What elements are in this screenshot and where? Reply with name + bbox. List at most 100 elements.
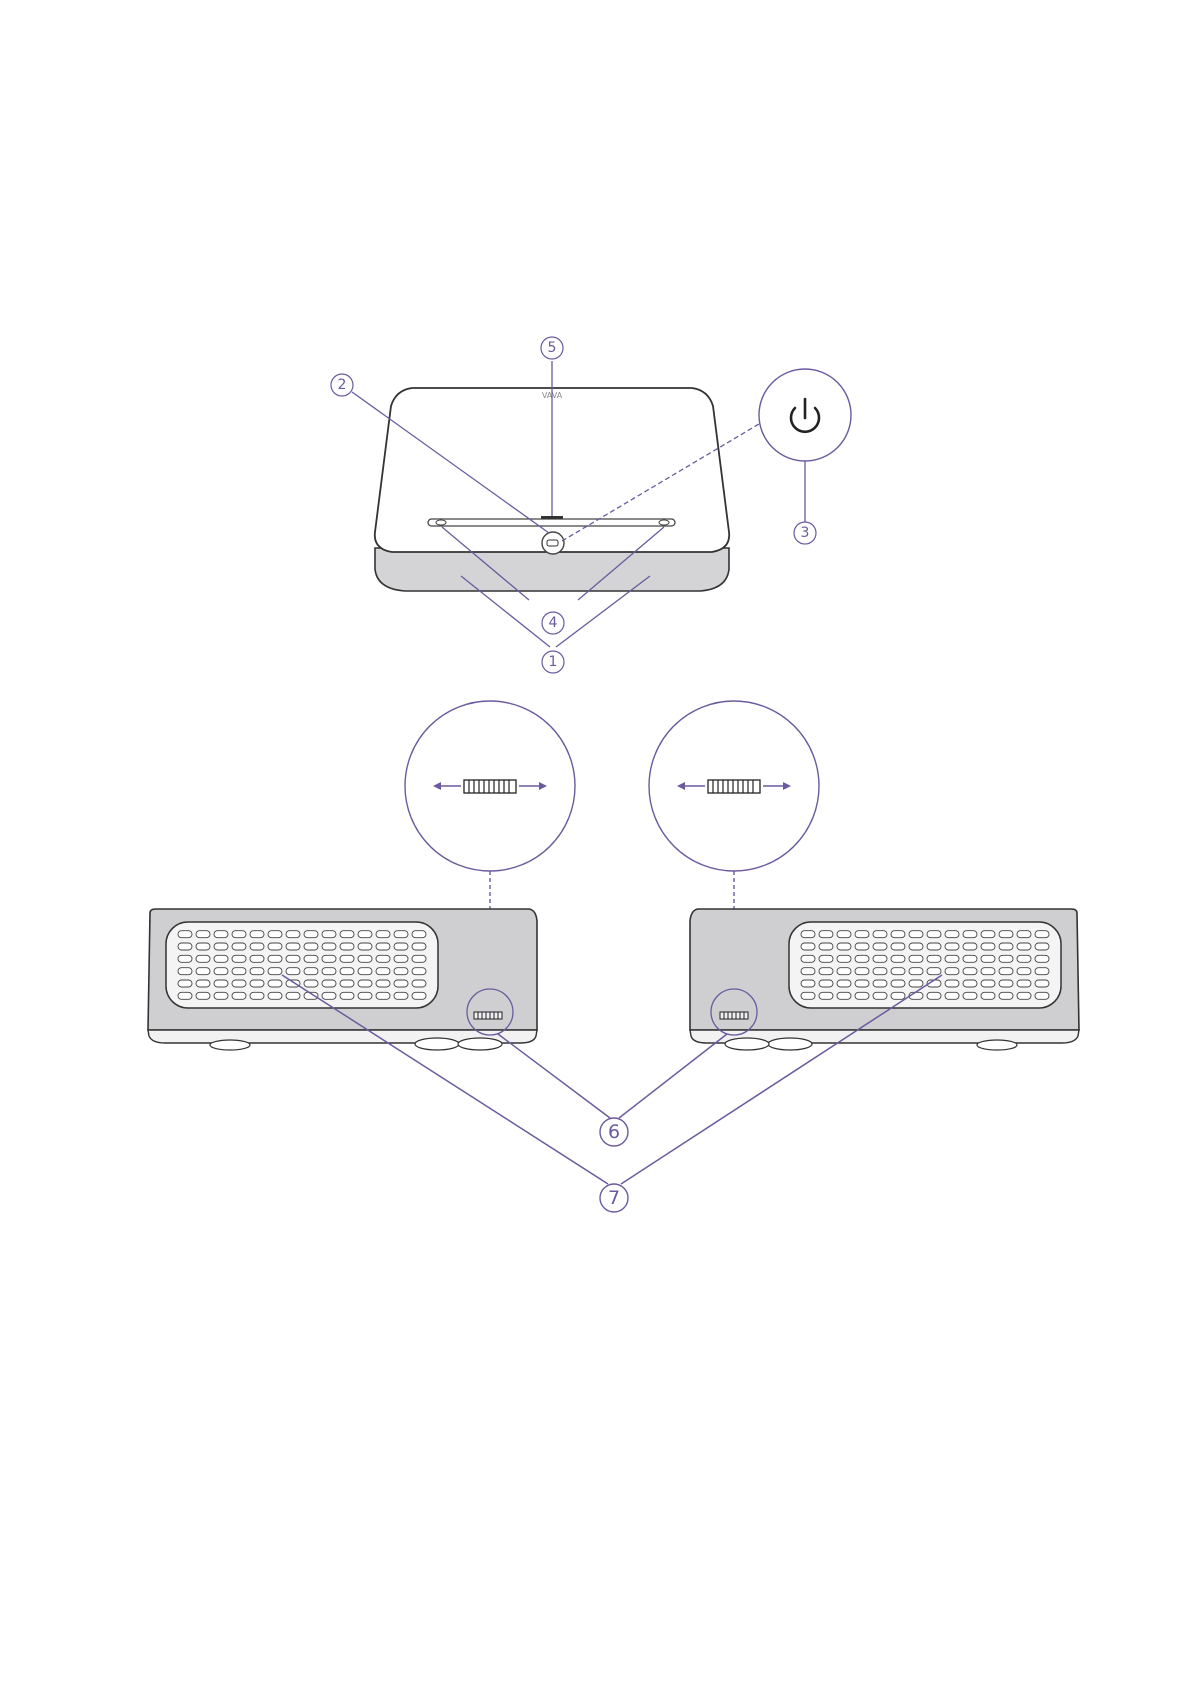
vent-slot xyxy=(340,943,354,950)
vent-slot xyxy=(322,955,336,962)
projector-side-view-right xyxy=(690,909,1079,1050)
vent-slot xyxy=(873,931,887,938)
callout-4: 4 xyxy=(542,612,564,634)
vent-slot xyxy=(196,980,210,987)
vent-slot xyxy=(376,955,390,962)
vent-slot xyxy=(909,943,923,950)
vent-slot xyxy=(855,992,869,999)
right-focus-wheel[interactable] xyxy=(720,1012,748,1019)
vent-slot xyxy=(286,955,300,962)
left-foot-2 xyxy=(415,1038,459,1050)
vent-slot xyxy=(963,955,977,962)
vent-slot xyxy=(376,980,390,987)
vent-slot xyxy=(1035,931,1049,938)
callout-7: 7 xyxy=(600,1184,628,1212)
vent-slot xyxy=(927,992,941,999)
vent-slot xyxy=(1035,955,1049,962)
callout-1: 1 xyxy=(542,651,564,673)
vent-slot xyxy=(358,943,372,950)
vent-slot xyxy=(945,980,959,987)
vent-slot xyxy=(178,943,192,950)
vent-slot xyxy=(855,955,869,962)
vent-slot xyxy=(322,943,336,950)
right-foot-3 xyxy=(725,1038,769,1050)
vent-slot xyxy=(873,980,887,987)
vent-slot xyxy=(376,968,390,975)
vent-slot xyxy=(963,931,977,938)
vent-slot xyxy=(873,968,887,975)
vent-slot xyxy=(963,943,977,950)
vent-slot xyxy=(394,992,408,999)
vent-slot xyxy=(801,980,815,987)
svg-text:5: 5 xyxy=(548,340,557,356)
indicator-light xyxy=(541,516,563,519)
vent-slot xyxy=(1035,943,1049,950)
vent-slot xyxy=(837,968,851,975)
left-foot-3 xyxy=(458,1038,502,1050)
vent-slot xyxy=(1035,968,1049,975)
vent-slot xyxy=(891,931,905,938)
vent-slot xyxy=(322,992,336,999)
vent-slot xyxy=(891,955,905,962)
vent-slot xyxy=(268,968,282,975)
vent-slot xyxy=(178,980,192,987)
vent-slot xyxy=(178,955,192,962)
vent-slot xyxy=(927,931,941,938)
vent-slot xyxy=(1017,931,1031,938)
focus-zoom-left xyxy=(405,701,575,871)
right-foot-1 xyxy=(977,1040,1017,1050)
vent-slot xyxy=(250,931,264,938)
vent-slot xyxy=(981,980,995,987)
vent-slot xyxy=(837,955,851,962)
vent-slot xyxy=(1017,955,1031,962)
vent-slot xyxy=(927,968,941,975)
vent-slot xyxy=(394,943,408,950)
vent-slot xyxy=(250,968,264,975)
vent-slot xyxy=(909,980,923,987)
vent-slot xyxy=(232,955,246,962)
vent-slot xyxy=(358,980,372,987)
vent-slot xyxy=(214,943,228,950)
vent-slot xyxy=(999,992,1013,999)
vent-slot xyxy=(376,931,390,938)
vent-slot xyxy=(250,955,264,962)
vent-slot xyxy=(945,992,959,999)
vent-slot xyxy=(214,980,228,987)
vent-slot xyxy=(891,968,905,975)
vent-slot xyxy=(394,955,408,962)
vent-slot xyxy=(891,943,905,950)
power-button[interactable] xyxy=(542,532,564,554)
vent-slot xyxy=(855,943,869,950)
vent-slot xyxy=(1017,943,1031,950)
vent-slot xyxy=(178,931,192,938)
vent-slot xyxy=(801,931,815,938)
vent-slot xyxy=(376,992,390,999)
callout-6: 6 xyxy=(600,1118,628,1146)
vent-slot xyxy=(196,943,210,950)
vent-slot xyxy=(340,980,354,987)
vent-slot xyxy=(268,955,282,962)
vent-slot xyxy=(412,943,426,950)
vent-slot xyxy=(196,955,210,962)
vent-slot xyxy=(981,968,995,975)
vent-slot xyxy=(819,943,833,950)
vent-slot xyxy=(178,968,192,975)
vent-slot xyxy=(981,943,995,950)
vent-slot xyxy=(909,968,923,975)
vent-slot xyxy=(304,980,318,987)
vent-slot xyxy=(855,980,869,987)
vent-slot xyxy=(394,980,408,987)
vent-slot xyxy=(801,955,815,962)
vent-slot xyxy=(873,943,887,950)
vent-slot xyxy=(304,931,318,938)
vent-slot xyxy=(837,980,851,987)
vent-slot xyxy=(1017,992,1031,999)
left-focus-wheel[interactable] xyxy=(474,1012,502,1019)
projector-side-view-left xyxy=(148,909,537,1050)
vent-slot xyxy=(322,980,336,987)
vent-slot xyxy=(873,992,887,999)
vent-slot xyxy=(801,992,815,999)
vent-slot xyxy=(214,992,228,999)
vent-slot xyxy=(1017,968,1031,975)
